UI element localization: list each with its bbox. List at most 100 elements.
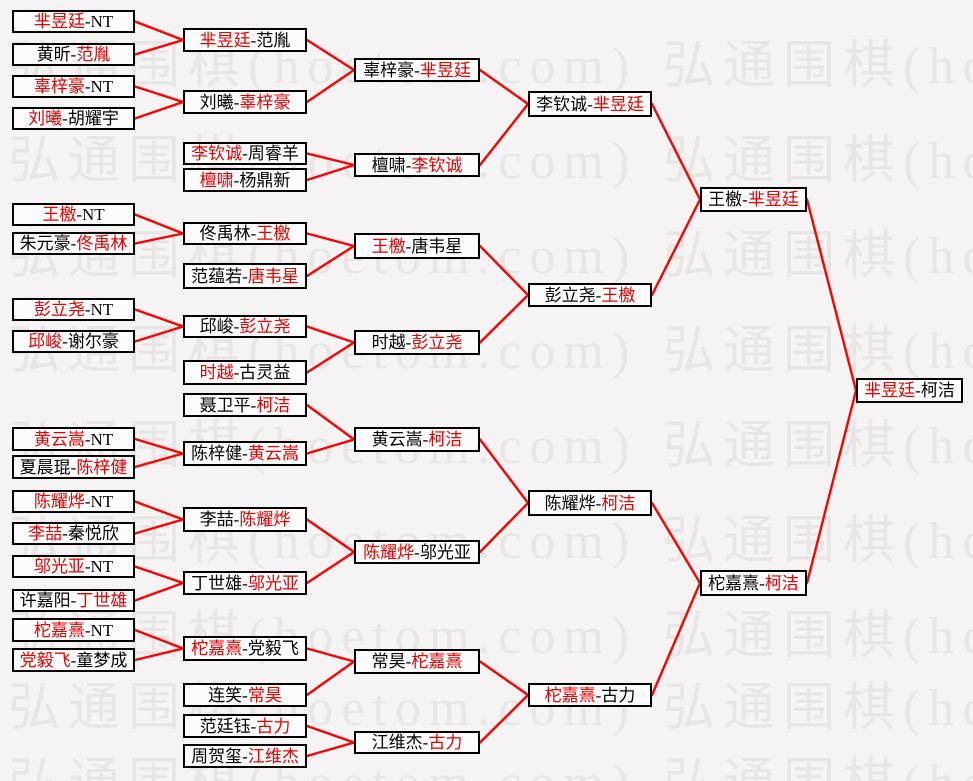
- match-box-a11: 陈耀烨-NT: [12, 490, 135, 513]
- player-left: 李喆: [28, 524, 63, 543]
- match-box-a14: 许嘉阳-丁世雄: [12, 589, 135, 612]
- player-left: 黄云嵩: [371, 430, 423, 449]
- player-left: 柁嘉熹: [544, 685, 596, 705]
- match-box-b8: 时越-古灵益: [183, 360, 307, 385]
- player-right: NT: [90, 492, 114, 511]
- separator-dash: -: [414, 60, 420, 80]
- player-right: 古灵益: [239, 363, 291, 382]
- separator-dash: -: [242, 144, 248, 163]
- player-right: 王檄: [256, 224, 291, 243]
- separator-dash: -: [595, 685, 602, 705]
- connector-line: [305, 244, 356, 278]
- match-box-a8: 邱峻-谢尔豪: [12, 330, 135, 353]
- separator-dash: -: [233, 363, 240, 382]
- separator-dash: -: [242, 444, 248, 463]
- match-box-b10: 陈梓健-黄云嵩: [183, 441, 307, 466]
- separator-dash: -: [76, 205, 82, 224]
- player-right: 陈梓健: [76, 457, 128, 477]
- player-left: 佟禹林: [199, 224, 251, 243]
- separator-dash: -: [242, 746, 248, 766]
- player-left: 常昊: [371, 652, 406, 671]
- separator-dash: -: [70, 234, 77, 253]
- separator-dash: -: [405, 236, 412, 256]
- player-right: 党毅飞: [247, 639, 299, 658]
- player-left: 时越: [199, 363, 234, 382]
- match-box-c7: 常昊-柁嘉熹: [354, 649, 480, 674]
- separator-dash: -: [70, 591, 77, 610]
- player-left: 王檄: [708, 190, 743, 209]
- connector-line: [133, 452, 185, 469]
- player-left: 李喆: [199, 510, 234, 529]
- connector-line: [133, 20, 185, 42]
- match-box-c3: 王檄-唐韦星: [354, 233, 480, 259]
- player-right: 彭立尧: [239, 317, 291, 336]
- player-left: 檀啸: [371, 155, 406, 175]
- connector-line: [133, 213, 185, 235]
- connector-line: [305, 550, 356, 585]
- separator-dash: -: [250, 30, 257, 50]
- separator-dash: -: [759, 573, 765, 593]
- player-right: 佟禹林: [76, 234, 128, 253]
- player-left: 芈昱廷: [33, 12, 85, 31]
- player-right: 陈耀烨: [239, 510, 291, 529]
- player-left: 黄云嵩: [33, 429, 85, 449]
- player-right: 邬光亚: [247, 573, 299, 593]
- separator-dash: -: [242, 639, 248, 658]
- separator-dash: -: [84, 557, 91, 576]
- separator-dash: -: [250, 395, 257, 415]
- connector-line: [133, 518, 185, 535]
- player-right: NT: [90, 620, 114, 640]
- match-box-b11: 李喆-陈耀烨: [183, 507, 307, 532]
- player-left: 周贺玺: [191, 746, 243, 766]
- player-left: 王檄: [371, 236, 406, 256]
- connector-line: [305, 38, 356, 72]
- separator-dash: -: [84, 12, 91, 31]
- match-box-b3: 李钦诚-周睿羊: [183, 142, 307, 165]
- separator-dash: -: [70, 45, 77, 64]
- connector-line: [133, 308, 185, 328]
- player-right: 古力: [601, 685, 636, 705]
- connector-line: [650, 198, 702, 297]
- connector-line: [478, 244, 530, 297]
- match-box-a16: 党毅飞-童梦成: [12, 648, 135, 672]
- separator-dash: -: [405, 652, 412, 671]
- player-right: 黄云嵩: [247, 444, 299, 463]
- match-box-a4: 刘曦-胡耀宇: [12, 107, 135, 130]
- match-box-b13: 柁嘉熹-党毅飞: [183, 636, 307, 661]
- player-right: 柯洁: [601, 493, 636, 513]
- player-left: 邱峻: [199, 317, 234, 336]
- player-right: 古力: [256, 716, 291, 736]
- match-box-c8: 江维杰-古力: [354, 731, 480, 754]
- player-right: 王檄: [601, 285, 636, 305]
- match-box-a1: 芈昱廷-NT: [12, 10, 135, 33]
- connector-line: [133, 581, 185, 602]
- connector-line: [133, 38, 185, 56]
- connector-line: [650, 581, 702, 697]
- match-box-e2: 柁嘉熹-柯洁: [700, 570, 807, 596]
- separator-dash: -: [62, 524, 68, 543]
- match-box-c5: 黄云嵩-柯洁: [354, 427, 480, 452]
- separator-dash: -: [915, 381, 921, 400]
- match-box-b15: 范廷钰-古力: [183, 714, 307, 738]
- player-right: NT: [90, 429, 114, 449]
- match-box-b6: 范蕴若-唐韦星: [183, 263, 307, 289]
- player-right: 彭立尧: [411, 333, 463, 352]
- connector-line: [305, 163, 356, 182]
- player-left: 党毅飞: [19, 650, 71, 670]
- player-left: 范廷钰: [199, 716, 251, 736]
- connector-line: [133, 500, 185, 521]
- player-right: 柁嘉熹: [411, 652, 463, 671]
- player-right: 周睿羊: [247, 144, 299, 163]
- separator-dash: -: [405, 155, 412, 175]
- match-box-b12: 丁世雄-邬光亚: [183, 571, 307, 595]
- connector-line: [478, 102, 530, 167]
- player-left: 芈昱廷: [864, 381, 916, 400]
- player-right: 芈昱廷: [592, 94, 644, 114]
- connector-line: [133, 100, 185, 120]
- match-box-a2: 黄昕-范胤: [12, 43, 135, 66]
- player-left: 江维杰: [371, 733, 423, 752]
- connector-line: [478, 660, 530, 697]
- match-box-a9: 黄云嵩-NT: [12, 427, 135, 451]
- player-left: 刘曦: [199, 92, 234, 112]
